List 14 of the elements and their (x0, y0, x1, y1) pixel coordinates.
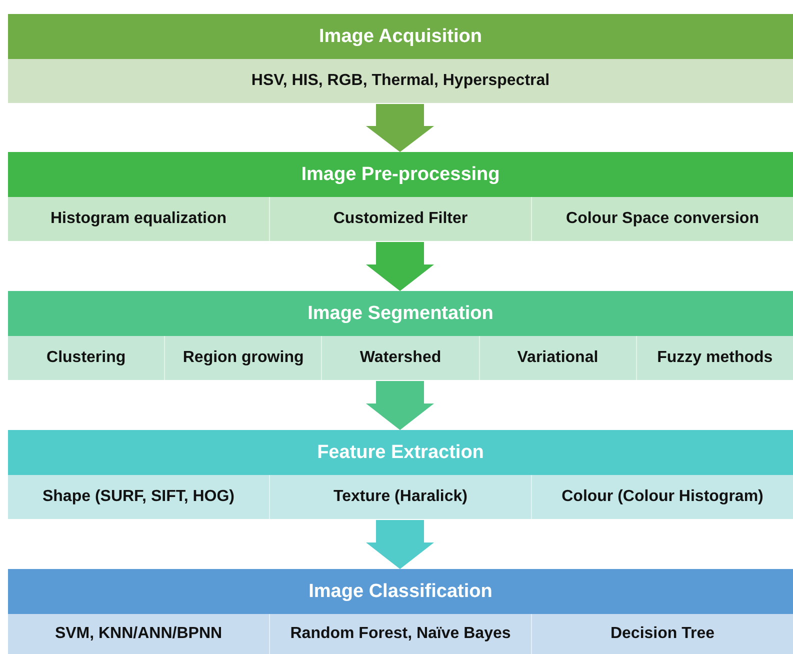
stage-panel (8, 152, 793, 241)
flow-arrow (366, 242, 434, 291)
flow-arrow (366, 381, 434, 430)
stage-title: Image Pre-processing (8, 152, 793, 197)
stage-title: Image Classification (8, 569, 793, 614)
stage-title: Feature Extraction (8, 430, 793, 475)
flow-arrow (366, 104, 434, 152)
flow-arrow (366, 520, 434, 569)
stage-panel (8, 569, 793, 654)
stage-panel (8, 291, 793, 380)
stage-panel (8, 430, 793, 519)
stage-title: Image Acquisition (8, 14, 793, 59)
method-cell: Variational (480, 336, 637, 380)
stage-title: Image Segmentation (8, 291, 793, 336)
